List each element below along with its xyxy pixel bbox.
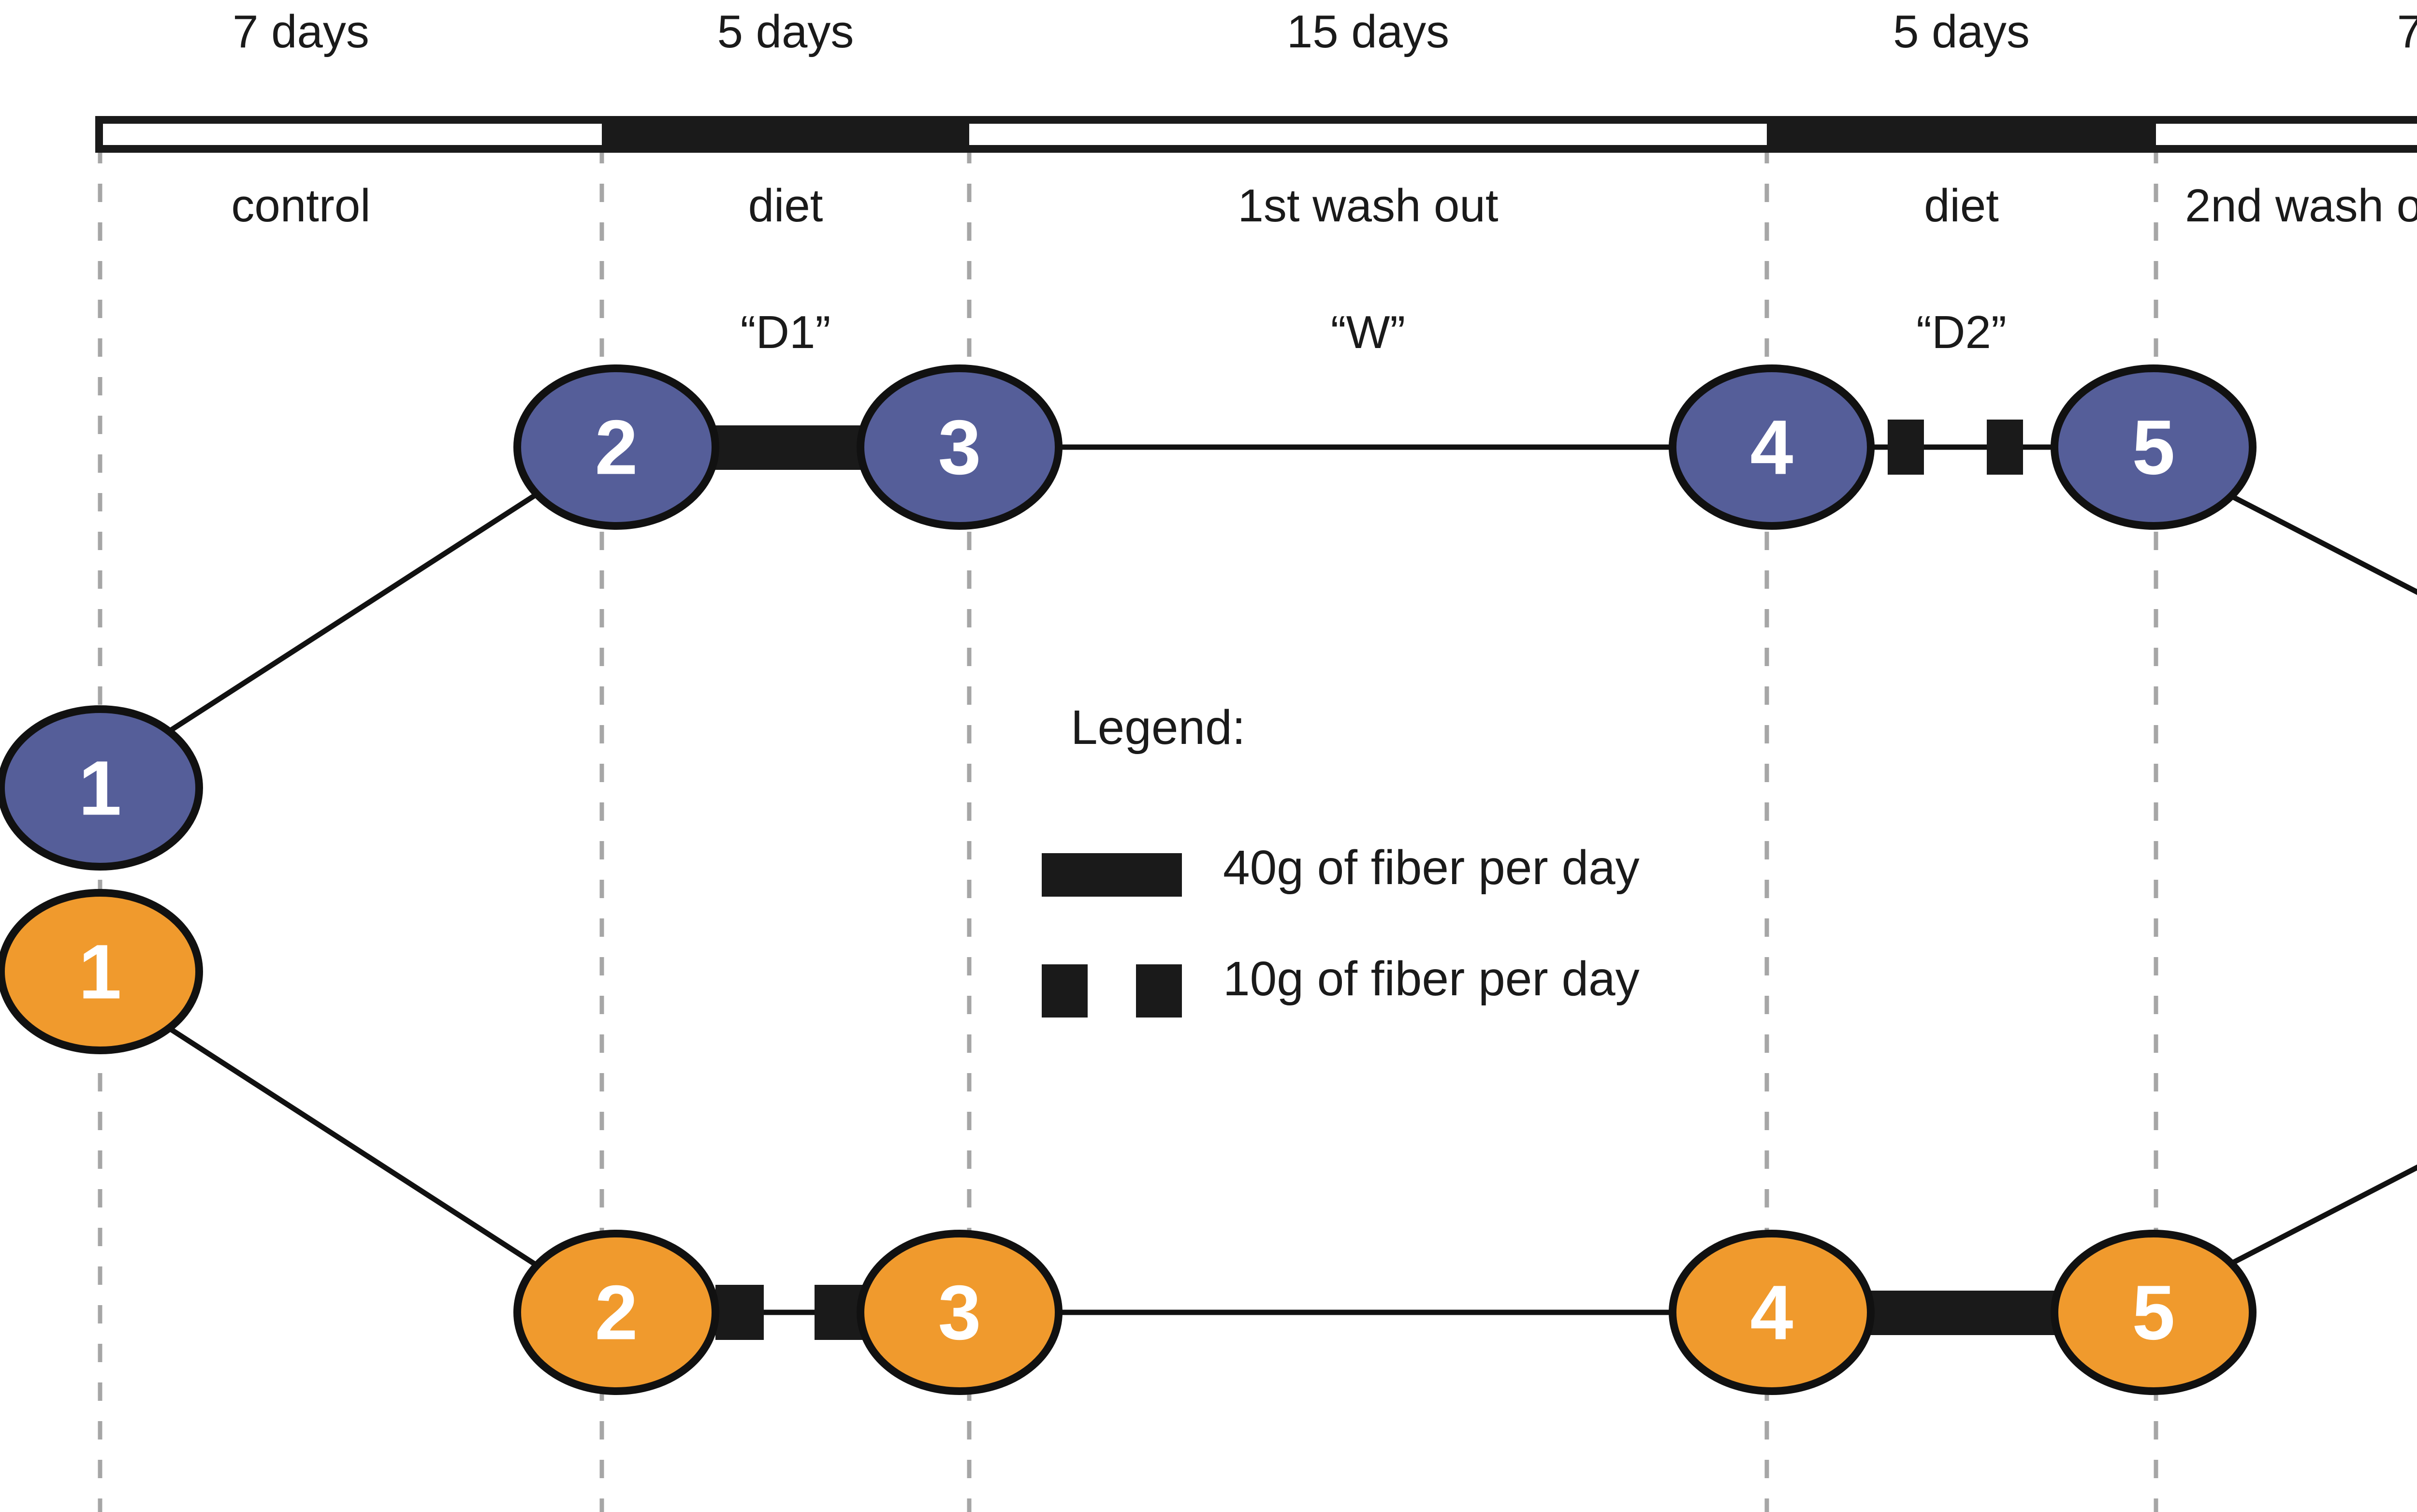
- duration-label-washout-1: 15 days: [1286, 6, 1450, 58]
- blue-edge-5-6: [2205, 481, 2417, 595]
- blue-edge-1-2: [144, 481, 555, 749]
- edge-label-d2: “D2”: [1916, 306, 2007, 358]
- legend-title: Legend:: [1071, 700, 1246, 755]
- legend-swatch-10g-block-2: [1136, 964, 1182, 1018]
- blue-node-4[interactable]: 4: [1669, 364, 1875, 530]
- blue-arm: 1 2 3 4 5 6: [0, 364, 2417, 871]
- blue-node-4-label: 4: [1750, 404, 1793, 491]
- timeline-segment-control: [99, 120, 602, 149]
- edge-label-w: “W”: [1330, 306, 1406, 358]
- legend-swatches: [1042, 853, 1182, 1018]
- duration-label-washout-2: 7 days: [2397, 6, 2417, 58]
- timeline-segment-diet-2: [1767, 120, 2156, 149]
- orange-edge-2-3-block-2: [815, 1285, 863, 1340]
- legend-item-10g-label: 10g of fiber per day: [1223, 952, 1640, 1006]
- phase-label-diet-2: diet: [1924, 180, 1999, 232]
- blue-node-5[interactable]: 5: [2051, 364, 2257, 530]
- timeline-segment-diet-1: [602, 120, 969, 149]
- orange-node-2[interactable]: 2: [513, 1230, 719, 1395]
- blue-node-3[interactable]: 3: [857, 364, 1063, 530]
- orange-edge-2-3-dashed-blocks: [696, 1285, 885, 1340]
- duration-label-diet-1: 5 days: [717, 6, 854, 58]
- duration-label-control: 7 days: [233, 6, 369, 58]
- blue-node-1-label: 1: [79, 745, 122, 831]
- legend-item-40g-label: 40g of fiber per day: [1223, 841, 1640, 895]
- legend-swatch-40g: [1042, 853, 1182, 897]
- orange-node-3-label: 3: [938, 1269, 981, 1356]
- orange-arm: 1 2 3 4 5 6: [0, 889, 2417, 1395]
- legend-swatch-10g-block-1: [1042, 964, 1088, 1018]
- blue-edge-4-5-dashed-blocks: [1854, 420, 2071, 475]
- orange-edge-2-3-block-1: [715, 1285, 764, 1340]
- phase-label-washout-1: 1st wash out: [1238, 180, 1499, 232]
- orange-node-5-label: 5: [2132, 1269, 2175, 1356]
- orange-node-4[interactable]: 4: [1669, 1230, 1875, 1395]
- blue-node-2[interactable]: 2: [513, 364, 719, 530]
- blue-edge-4-5-block-1: [1888, 420, 1924, 475]
- orange-edge-5-6: [2205, 1164, 2417, 1279]
- orange-node-2-label: 2: [595, 1269, 638, 1356]
- phase-label-control: control: [231, 180, 371, 232]
- orange-node-1[interactable]: 1: [0, 889, 203, 1054]
- blue-node-2-label: 2: [595, 404, 638, 491]
- blue-node-1[interactable]: 1: [0, 705, 203, 871]
- duration-label-diet-2: 5 days: [1893, 6, 2030, 58]
- phase-label-washout-2: 2nd wash out: [2185, 180, 2417, 232]
- edge-label-d1: “D1”: [740, 306, 831, 358]
- timeline-segment-washout-2: [2156, 120, 2417, 149]
- orange-edge-1-2: [144, 1010, 555, 1279]
- orange-edge-4-5-solid-thick: [1859, 1291, 2081, 1335]
- timeline-bar-outline: [95, 116, 2417, 153]
- blue-edge-4-5-block-2: [1987, 420, 2023, 475]
- timeline-segment-washout-1: [969, 120, 1767, 149]
- orange-node-4-label: 4: [1750, 1269, 1793, 1356]
- timeline-bar: [95, 116, 2417, 153]
- phase-label-diet-1: diet: [748, 180, 823, 232]
- blue-node-5-label: 5: [2132, 404, 2175, 491]
- blue-node-3-label: 3: [938, 404, 981, 491]
- orange-node-1-label: 1: [79, 929, 122, 1015]
- orange-node-5[interactable]: 5: [2051, 1230, 2257, 1395]
- orange-node-3[interactable]: 3: [857, 1230, 1063, 1395]
